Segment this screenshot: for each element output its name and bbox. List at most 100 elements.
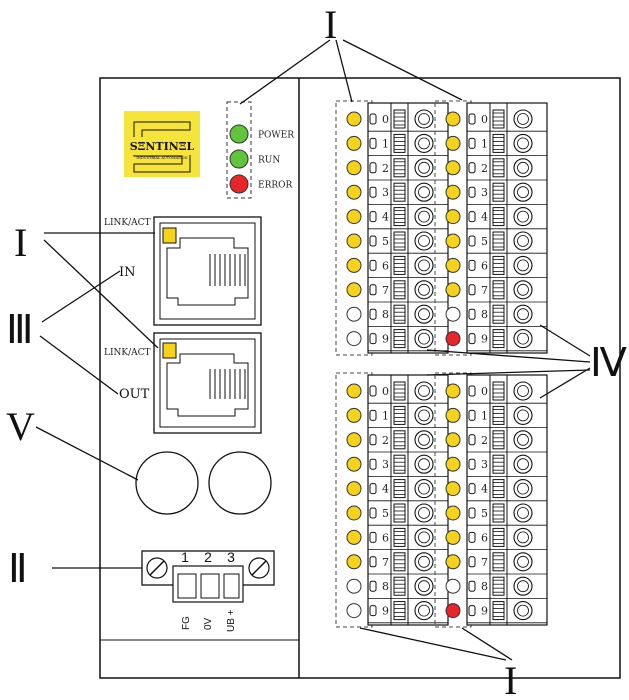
spring-clip-icon[interactable] — [492, 329, 505, 349]
wire-entry-icon[interactable] — [513, 479, 533, 499]
release-lever-icon[interactable] — [468, 385, 476, 397]
release-lever-icon[interactable] — [369, 483, 377, 495]
wire-entry-icon[interactable] — [414, 158, 434, 178]
wire-entry-icon[interactable] — [414, 304, 434, 324]
spring-clip-icon[interactable] — [492, 405, 505, 425]
release-lever-icon[interactable] — [468, 186, 476, 198]
wire-entry-icon[interactable] — [513, 109, 533, 129]
round-button-right[interactable] — [208, 451, 272, 515]
wire-entry-icon[interactable] — [414, 601, 434, 621]
release-lever-icon[interactable] — [369, 409, 377, 421]
release-lever-icon[interactable] — [468, 211, 476, 223]
release-lever-icon[interactable] — [468, 531, 476, 543]
release-lever-icon[interactable] — [468, 483, 476, 495]
release-lever-icon[interactable] — [369, 458, 377, 470]
wire-entry-icon[interactable] — [513, 158, 533, 178]
spring-clip-icon[interactable] — [393, 133, 406, 153]
release-lever-icon[interactable] — [369, 434, 377, 446]
wire-entry-icon[interactable] — [513, 133, 533, 153]
spring-clip-icon[interactable] — [492, 255, 505, 275]
spring-clip-icon[interactable] — [393, 304, 406, 324]
release-lever-icon[interactable] — [369, 531, 377, 543]
release-lever-icon[interactable] — [369, 308, 377, 320]
ethernet-port-in[interactable] — [153, 216, 262, 326]
wire-entry-icon[interactable] — [414, 133, 434, 153]
wire-entry-icon[interactable] — [414, 479, 434, 499]
wire-entry-icon[interactable] — [414, 405, 434, 425]
wire-entry-icon[interactable] — [513, 576, 533, 596]
wire-entry-icon[interactable] — [513, 454, 533, 474]
spring-clip-icon[interactable] — [492, 381, 505, 401]
release-lever-icon[interactable] — [468, 162, 476, 174]
release-lever-icon[interactable] — [468, 308, 476, 320]
wire-entry-icon[interactable] — [513, 255, 533, 275]
wire-entry-icon[interactable] — [414, 231, 434, 251]
spring-clip-icon[interactable] — [393, 280, 406, 300]
release-lever-icon[interactable] — [468, 333, 476, 345]
spring-clip-icon[interactable] — [393, 479, 406, 499]
release-lever-icon[interactable] — [369, 507, 377, 519]
spring-clip-icon[interactable] — [492, 109, 505, 129]
wire-entry-icon[interactable] — [414, 329, 434, 349]
spring-clip-icon[interactable] — [492, 601, 505, 621]
release-lever-icon[interactable] — [468, 137, 476, 149]
spring-clip-icon[interactable] — [492, 231, 505, 251]
wire-entry-icon[interactable] — [414, 207, 434, 227]
release-lever-icon[interactable] — [468, 113, 476, 125]
wire-entry-icon[interactable] — [513, 601, 533, 621]
spring-clip-icon[interactable] — [492, 430, 505, 450]
spring-clip-icon[interactable] — [492, 552, 505, 572]
wire-entry-icon[interactable] — [414, 381, 434, 401]
spring-clip-icon[interactable] — [492, 182, 505, 202]
spring-clip-icon[interactable] — [393, 182, 406, 202]
spring-clip-icon[interactable] — [492, 503, 505, 523]
wire-entry-icon[interactable] — [513, 231, 533, 251]
spring-clip-icon[interactable] — [492, 158, 505, 178]
wire-entry-icon[interactable] — [513, 182, 533, 202]
ethernet-port-out[interactable] — [153, 332, 262, 434]
spring-clip-icon[interactable] — [492, 133, 505, 153]
spring-clip-icon[interactable] — [492, 207, 505, 227]
release-lever-icon[interactable] — [468, 605, 476, 617]
wire-entry-icon[interactable] — [513, 405, 533, 425]
release-lever-icon[interactable] — [369, 580, 377, 592]
wire-entry-icon[interactable] — [414, 109, 434, 129]
release-lever-icon[interactable] — [369, 556, 377, 568]
wire-entry-icon[interactable] — [513, 207, 533, 227]
spring-clip-icon[interactable] — [393, 381, 406, 401]
release-lever-icon[interactable] — [369, 605, 377, 617]
release-lever-icon[interactable] — [468, 284, 476, 296]
release-lever-icon[interactable] — [369, 162, 377, 174]
wire-entry-icon[interactable] — [414, 280, 434, 300]
wire-entry-icon[interactable] — [414, 503, 434, 523]
wire-entry-icon[interactable] — [414, 576, 434, 596]
spring-clip-icon[interactable] — [492, 280, 505, 300]
wire-entry-icon[interactable] — [414, 552, 434, 572]
spring-clip-icon[interactable] — [393, 405, 406, 425]
spring-clip-icon[interactable] — [492, 479, 505, 499]
release-lever-icon[interactable] — [369, 211, 377, 223]
round-button-left[interactable] — [135, 451, 199, 515]
wire-entry-icon[interactable] — [513, 381, 533, 401]
release-lever-icon[interactable] — [468, 409, 476, 421]
spring-clip-icon[interactable] — [393, 576, 406, 596]
wire-entry-icon[interactable] — [513, 329, 533, 349]
spring-clip-icon[interactable] — [393, 552, 406, 572]
spring-clip-icon[interactable] — [393, 109, 406, 129]
wire-entry-icon[interactable] — [414, 255, 434, 275]
wire-entry-icon[interactable] — [414, 182, 434, 202]
release-lever-icon[interactable] — [369, 186, 377, 198]
release-lever-icon[interactable] — [369, 113, 377, 125]
spring-clip-icon[interactable] — [393, 503, 406, 523]
release-lever-icon[interactable] — [369, 385, 377, 397]
spring-clip-icon[interactable] — [393, 158, 406, 178]
release-lever-icon[interactable] — [468, 458, 476, 470]
spring-clip-icon[interactable] — [393, 454, 406, 474]
release-lever-icon[interactable] — [369, 259, 377, 271]
release-lever-icon[interactable] — [468, 580, 476, 592]
spring-clip-icon[interactable] — [492, 576, 505, 596]
release-lever-icon[interactable] — [468, 235, 476, 247]
spring-clip-icon[interactable] — [393, 527, 406, 547]
release-lever-icon[interactable] — [369, 284, 377, 296]
spring-clip-icon[interactable] — [393, 430, 406, 450]
